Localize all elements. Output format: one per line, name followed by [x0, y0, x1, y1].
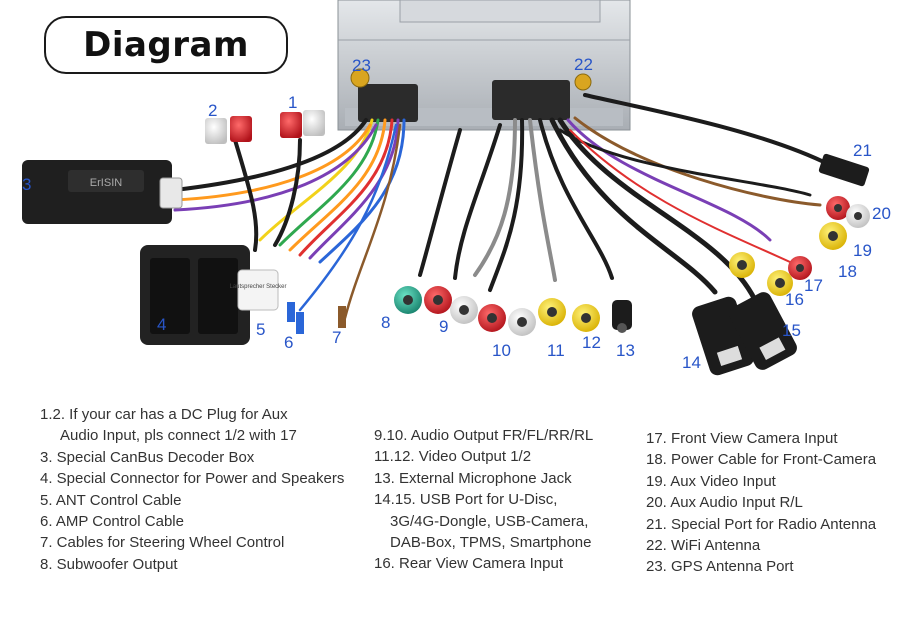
wire-terminals-5-7	[287, 302, 346, 334]
legend-item: 6. AMP Control Cable	[40, 513, 184, 531]
iso-connector: Lautsprecher Stecker	[140, 245, 287, 345]
legend-item: 13. External Microphone Jack	[374, 469, 572, 487]
mic-jack-13	[612, 300, 632, 333]
callout-22: 22	[574, 55, 593, 74]
rca-jack-8	[394, 286, 422, 314]
legend-column-3: 17. Front View Camera Input 18. Power Ca…	[646, 428, 876, 578]
callout-17: 17	[804, 276, 823, 295]
legend-item: 4. Special Connector for Power and Speak…	[40, 470, 345, 488]
power-harness-socket	[358, 84, 418, 122]
wifi-antenna-port	[574, 73, 592, 91]
callout-15: 15	[782, 321, 801, 340]
rca-jacks-11	[538, 298, 600, 332]
radio-antenna-port-21	[818, 153, 870, 187]
legend-item: 16. Rear View Camera Input	[374, 555, 563, 573]
callout-13: 13	[616, 341, 635, 360]
legend-item: 3. Special CanBus Decoder Box	[40, 448, 255, 466]
legend-item: 3G/4G-Dongle, USB-Camera,	[390, 512, 589, 530]
legend-item: 14.15. USB Port for U-Disc,	[374, 491, 558, 509]
cable-bundle	[173, 93, 832, 320]
callout-21: 21	[853, 141, 872, 160]
legend-item: DAB-Box, TPMS, Smartphone	[390, 534, 592, 552]
callout-3: 3	[22, 175, 31, 194]
av-harness-socket	[492, 80, 570, 120]
rca-jacks-10	[478, 304, 536, 336]
callouts: 1 2 3 4 5 6 7 8 9 10 11 12 13 14 15 16 1…	[22, 55, 891, 372]
usb-port-15	[729, 292, 797, 370]
gps-antenna-port	[350, 68, 370, 88]
callout-6: 6	[284, 333, 293, 352]
callout-9: 9	[439, 317, 448, 336]
callout-5: 5	[256, 320, 265, 339]
callout-18: 18	[838, 262, 857, 281]
rca-jacks-9	[424, 286, 478, 324]
rca-jacks-16	[729, 252, 793, 296]
legend-item: 23. GPS Antenna Port	[646, 558, 794, 576]
rca-jacks-20	[826, 196, 870, 228]
legend-item: 9.10. Audio Output FR/FL/RR/RL	[374, 427, 594, 444]
legend-item: 8. Subwoofer Output	[40, 555, 178, 573]
legend-column-1: 1.2. If your car has a DC Plug for Aux A…	[40, 404, 344, 575]
callout-16: 16	[785, 290, 804, 309]
callout-19: 19	[853, 241, 872, 260]
decoder-box-label: ErISIN	[90, 177, 122, 189]
legend-item: 1.2. If your car has a DC Plug for Aux	[40, 406, 288, 423]
legend-item: 5. ANT Control Cable	[40, 491, 182, 509]
callout-4: 4	[157, 315, 166, 334]
callout-12: 12	[582, 333, 601, 352]
legend-item: 19. Aux Video Input	[646, 472, 776, 490]
rca-plug-1-pair	[280, 110, 325, 138]
rca-plug-2-pair	[205, 116, 252, 144]
canbus-decoder-box: ErISIN	[22, 160, 183, 224]
callout-2: 2	[208, 101, 217, 120]
callout-7: 7	[332, 328, 341, 347]
callout-10: 10	[492, 341, 511, 360]
callout-14: 14	[682, 353, 701, 372]
callout-11: 11	[547, 341, 565, 360]
callout-23: 23	[352, 56, 371, 75]
rca-jack-17	[788, 256, 812, 280]
legend-item: 17. Front View Camera Input	[646, 430, 838, 447]
rca-jack-19	[819, 222, 847, 250]
iso-tag-label: Lautsprecher Stecker	[229, 284, 286, 290]
legend-item: 11.12. Video Output 1/2	[374, 448, 532, 466]
callout-1: 1	[288, 93, 297, 112]
page-title: Diagram	[83, 25, 249, 65]
legend-item: 22. WiFi Antenna	[646, 537, 761, 555]
legend-item: 20. Aux Audio Input R/L	[646, 494, 803, 512]
legend-item: Audio Input, pls connect 1/2 with 17	[60, 427, 297, 445]
title-badge: Diagram	[44, 16, 288, 74]
legend-item: 18. Power Cable for Front-Camera	[646, 451, 877, 469]
callout-20: 20	[872, 204, 891, 223]
legend-column-2: 9.10. Audio Output FR/FL/RR/RL 11.12. Vi…	[374, 425, 593, 575]
legend-item: 21. Special Port for Radio Antenna	[646, 515, 877, 533]
legend-item: 7. Cables for Steering Wheel Control	[40, 534, 285, 552]
callout-8: 8	[381, 313, 390, 332]
